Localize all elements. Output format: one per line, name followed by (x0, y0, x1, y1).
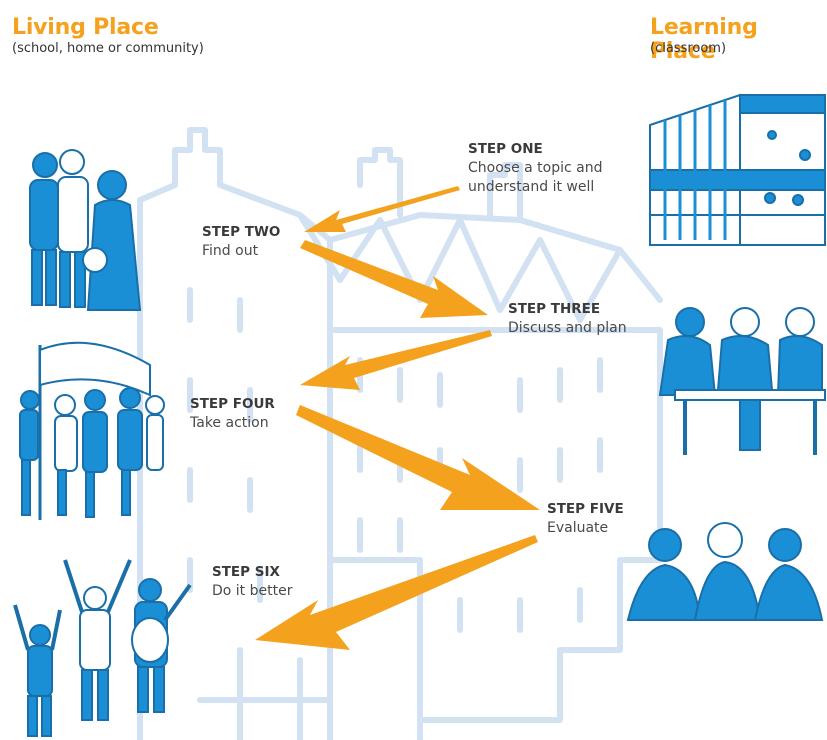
step-two-desc: Find out (202, 243, 259, 259)
step-six-label: STEP SIX Do it better (212, 563, 292, 601)
arrow-step-four-to-five (296, 405, 540, 510)
step-three-desc: Discuss and plan (508, 320, 627, 336)
classroom-building-icon (649, 93, 826, 246)
step-two-title: STEP TWO (202, 224, 281, 240)
step-five-label: STEP FIVE Evaluate (547, 500, 624, 538)
living-place-subtitle: (school, home or community) (12, 41, 204, 56)
arrow-step-three-to-four (300, 330, 492, 390)
arrow-step-five-to-six (255, 535, 538, 650)
living-place-title: Living Place (12, 15, 159, 40)
celebrating-group-icon (13, 559, 192, 737)
people-group-icon (29, 149, 142, 311)
step-one-label: STEP ONE Choose a topic and understand i… (468, 140, 602, 197)
step-six-desc: Do it better (212, 583, 293, 599)
arrow-step-two-to-three (300, 240, 488, 318)
step-four-title: STEP FOUR (190, 396, 275, 412)
step-four-desc: Take action (190, 415, 269, 431)
step-one-desc-line-1: Choose a topic and (468, 160, 603, 176)
protest-group-icon (19, 341, 165, 520)
arrow-step-one-to-two (304, 186, 460, 232)
step-two-label: STEP TWO Find out (202, 223, 280, 261)
discussion-group-icon (626, 522, 824, 621)
step-six-title: STEP SIX (212, 564, 280, 580)
learning-place-subtitle: (classroom) (650, 41, 727, 56)
step-three-title: STEP THREE (508, 301, 601, 317)
meeting-group-icon (658, 307, 826, 455)
step-five-desc: Evaluate (547, 520, 609, 536)
step-one-title: STEP ONE (468, 141, 543, 157)
step-one-desc-line-2: understand it well (468, 179, 595, 195)
step-five-title: STEP FIVE (547, 501, 624, 517)
step-three-label: STEP THREE Discuss and plan (508, 300, 627, 338)
learning-place-title: Learning Place (650, 15, 758, 64)
step-four-label: STEP FOUR Take action (190, 395, 275, 433)
